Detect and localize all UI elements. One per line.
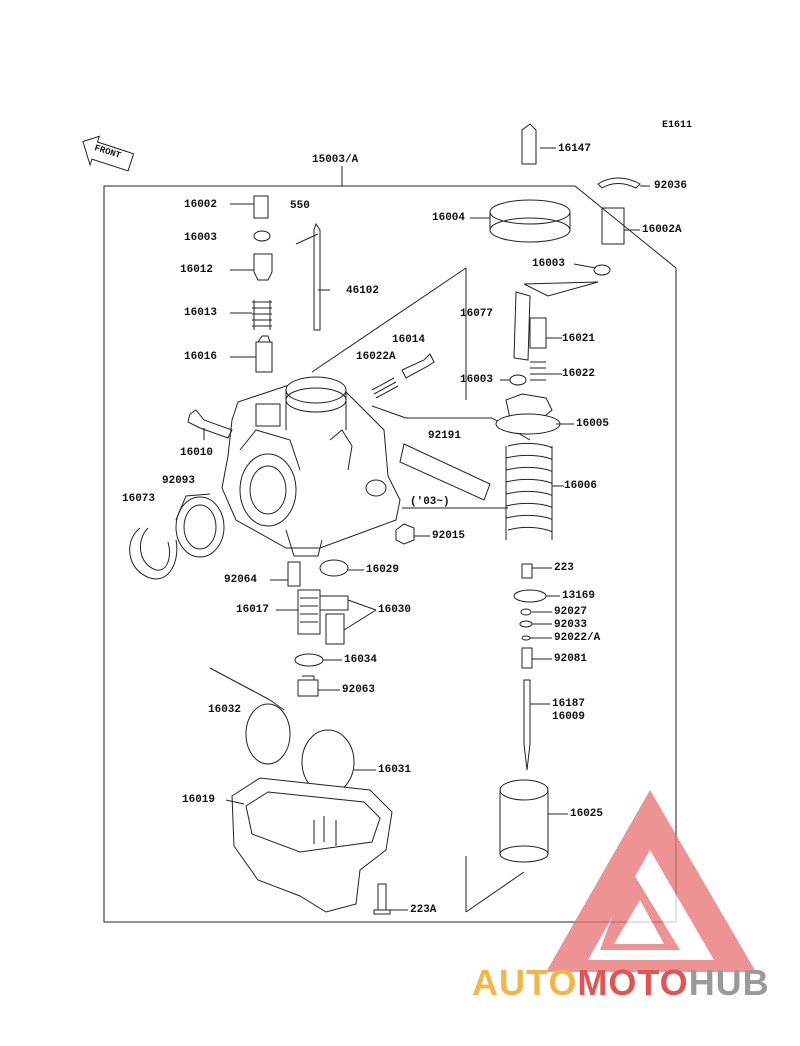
part-92033: [519, 620, 533, 628]
part-label: 92015: [432, 530, 466, 542]
part-16021: [529, 317, 547, 349]
part-16030: [319, 595, 349, 645]
part-550: [295, 233, 319, 245]
part-label: 16003: [460, 374, 494, 386]
watermark-text: AUTOMOTOHUB: [472, 962, 770, 1004]
assembly-label: 15003/A: [312, 154, 359, 166]
part-label: 16004: [432, 212, 466, 224]
part-13169: [513, 589, 547, 603]
part-92191: [399, 443, 491, 501]
part-label: 16025: [570, 808, 604, 820]
part-label: 223A: [410, 904, 437, 916]
part-16004: [489, 199, 571, 243]
part-label: 46102: [346, 285, 380, 297]
part-label: 92022/A: [554, 632, 601, 644]
part-label: 92081: [554, 653, 588, 665]
part-label: 16012: [180, 264, 214, 276]
part-label: 92033: [554, 619, 588, 631]
part-92063: [297, 675, 319, 697]
part-label: 16013: [184, 307, 218, 319]
part-16077: [513, 291, 531, 361]
part-label: 16017: [236, 604, 270, 616]
diagram-frame: [103, 185, 677, 923]
part-label: 92036: [654, 180, 688, 192]
part-label: 16147: [558, 143, 592, 155]
carburetor-body: [221, 376, 401, 557]
part-label: 16009: [552, 711, 586, 723]
part-label: 92191: [428, 430, 462, 442]
part-16073: [129, 527, 178, 580]
watermark-part-1: AUTO: [472, 962, 578, 1003]
part-label: 16022: [562, 368, 596, 380]
part-label: 16073: [122, 493, 156, 505]
part-92064: [287, 561, 301, 587]
part-label: 13169: [562, 590, 596, 602]
part-16034: [294, 653, 324, 667]
part-16006: [505, 442, 553, 540]
part-label: 223: [554, 562, 574, 574]
part-label: 16005: [576, 418, 610, 430]
part-16032: [209, 667, 271, 701]
part-16003-right-top: [593, 264, 611, 276]
part-label: 16034: [344, 654, 378, 666]
part-label: 16016: [184, 351, 218, 363]
part-label: 16014: [392, 334, 426, 346]
part-label: 16022A: [356, 351, 396, 363]
part-92015: [395, 523, 415, 545]
part-label: 92064: [224, 574, 258, 586]
part-label: 16187: [552, 698, 586, 710]
part-16013-spring: [252, 300, 272, 330]
part-label: 16010: [180, 447, 214, 459]
part-92093: [175, 493, 225, 558]
watermark-part-3: HUB: [688, 962, 770, 1003]
part-16002: [253, 195, 269, 219]
part-label: 550: [290, 200, 310, 212]
part-16005: [495, 393, 561, 435]
part-16012: [253, 253, 273, 281]
part-16022A-spring: [371, 377, 399, 399]
part-46102: [313, 222, 321, 331]
part-label: 16019: [182, 794, 216, 806]
part-92022A: [521, 635, 531, 641]
part-223: [521, 563, 533, 579]
part-16002A: [601, 207, 625, 245]
part-16016: [255, 335, 273, 373]
part-16147: [521, 123, 537, 165]
part-16003-washer: [253, 230, 271, 242]
part-label: 16029: [366, 564, 400, 576]
part-92081: [521, 647, 533, 669]
front-arrow-icon: [82, 135, 135, 172]
part-label: 92093: [162, 475, 196, 487]
part-label: 16030: [378, 604, 412, 616]
part-label: 16077: [460, 308, 494, 320]
part-16014: [401, 353, 435, 379]
part-label: 16002: [184, 199, 218, 211]
part-16031: [245, 703, 355, 795]
part-label: 16002A: [642, 224, 682, 236]
part-223A: [373, 883, 391, 915]
part-16022: [530, 361, 546, 381]
part-label: 16031: [378, 764, 412, 776]
part-label: 16006: [564, 480, 598, 492]
part-16019: [231, 777, 393, 913]
part-label: 16032: [208, 704, 242, 716]
part-label: 92063: [342, 684, 376, 696]
part-16010: [187, 409, 233, 439]
part-label: 92027: [554, 606, 588, 618]
watermark-part-2: MOTO: [577, 962, 689, 1003]
part-16025: [499, 779, 549, 863]
part-16003-mid-right: [509, 374, 527, 386]
part-label: 16003: [532, 258, 566, 270]
diagram-code: E1611: [662, 120, 693, 131]
part-92036: [597, 177, 641, 189]
watermark-logo-icon: [546, 790, 756, 972]
part-16017: [297, 589, 321, 635]
part-label: 16021: [562, 333, 596, 345]
part-92027: [520, 608, 532, 616]
part-label: 16003: [184, 232, 218, 244]
part-16029: [319, 559, 349, 577]
part-16187: [523, 679, 531, 771]
year-note: ('03~): [410, 496, 450, 508]
